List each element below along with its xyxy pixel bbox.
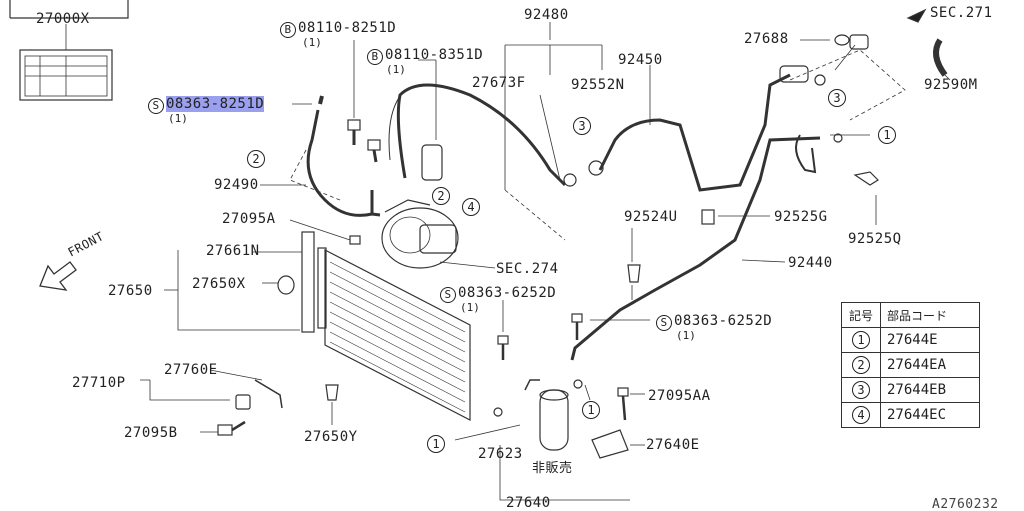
callout-1[interactable]: 1 [427, 435, 445, 453]
symbol-circle: 1 [852, 331, 870, 349]
screw-s-icon: S [656, 315, 672, 331]
qty-label: (1) [460, 301, 480, 314]
table-row[interactable]: 2 27644EA [841, 352, 980, 378]
part-number: 08110-8251D [298, 20, 397, 36]
part-27661n-label[interactable]: 27661N [206, 243, 260, 259]
parts-code-table: 記号 部品コード 1 27644E 2 27644EA 3 27644EB 4 … [841, 302, 980, 428]
part-number: 08110-8351D [385, 47, 484, 63]
screw-s-icon: S [440, 287, 456, 303]
code-cell: 27644EA [880, 352, 980, 378]
receiver-cap-icon [421, 144, 443, 181]
qty-label: (1) [302, 36, 322, 49]
pipe-92440 [570, 136, 821, 361]
not-sold-label: 非販売 [532, 461, 573, 476]
seal-27661n-icon [301, 231, 315, 333]
compressor-icon [381, 207, 459, 269]
callout-1[interactable]: 1 [878, 126, 896, 144]
callout-2[interactable]: 2 [432, 187, 450, 205]
bolt-b-icon: B [280, 22, 296, 38]
qty-label: (1) [386, 63, 406, 76]
part-27095a-label[interactable]: 27095A [222, 211, 276, 227]
qty-label: (1) [168, 112, 188, 125]
part-27640-label[interactable]: 27640 [506, 495, 551, 511]
screw-s-icon: S [148, 98, 164, 114]
table-row[interactable]: 4 27644EC [841, 402, 980, 428]
symbol-circle: 2 [852, 356, 870, 374]
pipe-92450 [598, 73, 791, 192]
symbol-circle: 4 [852, 406, 870, 424]
part-92440-label[interactable]: 92440 [788, 255, 833, 271]
part-number: 08363-6252D [458, 285, 557, 301]
hose-92490 [306, 109, 381, 217]
part-27650-label[interactable]: 27650 [108, 283, 153, 299]
callout-3[interactable]: 3 [573, 117, 591, 135]
part-92552n-label[interactable]: 92552N [571, 77, 625, 93]
clamp-icon [701, 209, 715, 225]
callout-3[interactable]: 3 [828, 89, 846, 107]
part-27095aa-label[interactable]: 27095AA [648, 388, 711, 404]
callout-4[interactable]: 4 [462, 198, 480, 216]
bolt-icon [347, 119, 361, 131]
sec-274-label[interactable]: SEC.274 [496, 261, 559, 277]
part-27710p-label[interactable]: 27710P [72, 375, 126, 391]
code-cell: 27644E [880, 327, 980, 353]
diagram-code: A2760232 [932, 497, 999, 511]
o-ring-icon [834, 34, 850, 46]
table-header-code: 部品コード [880, 302, 980, 328]
part-92525g-label[interactable]: 92525G [774, 209, 828, 225]
part-27760e-label[interactable]: 27760E [164, 362, 218, 378]
part-27640e-label[interactable]: 27640E [646, 437, 700, 453]
sec-271-label[interactable]: SEC.271 [930, 5, 993, 21]
front-arrow-icon [39, 261, 77, 291]
part-92525q-label[interactable]: 92525Q [848, 231, 902, 247]
table-header-symbol: 記号 [841, 302, 881, 328]
part-27623-label[interactable]: 27623 [478, 446, 523, 462]
qty-label: (1) [676, 329, 696, 342]
callout-1[interactable]: 1 [582, 401, 600, 419]
bolt-b-icon: B [367, 49, 383, 65]
label-frame [9, 0, 129, 19]
highlighted-part-number: 08363-8251D [166, 96, 265, 112]
callout-2[interactable]: 2 [247, 150, 265, 168]
part-number: 08363-6252D [674, 313, 773, 329]
part-27688-label[interactable]: 27688 [744, 31, 789, 47]
symbol-circle: 3 [852, 381, 870, 399]
part-27095b-label[interactable]: 27095B [124, 425, 178, 441]
hose-92590m [933, 38, 948, 77]
part-27000x-label[interactable]: 27000X [36, 11, 90, 27]
clip-icon [627, 264, 641, 283]
part-92450-label[interactable]: 92450 [618, 52, 663, 68]
table-row[interactable]: 1 27644E [841, 327, 980, 353]
part-27650y-label[interactable]: 27650Y [304, 429, 358, 445]
table-row[interactable]: 3 27644EB [841, 377, 980, 403]
grommet-icon [277, 275, 295, 295]
hose-92480 [396, 83, 567, 187]
code-cell: 27644EB [880, 377, 980, 403]
part-92524u-label[interactable]: 92524U [624, 209, 678, 225]
part-92590m-label[interactable]: 92590M [924, 77, 978, 93]
code-cell: 27644EC [880, 402, 980, 428]
condenser-icon [324, 249, 471, 421]
part-27673f-label[interactable]: 27673F [472, 75, 526, 91]
part-92490-label[interactable]: 92490 [214, 177, 259, 193]
part-92480-label[interactable]: 92480 [524, 7, 569, 23]
part-27650x-label[interactable]: 27650X [192, 276, 246, 292]
